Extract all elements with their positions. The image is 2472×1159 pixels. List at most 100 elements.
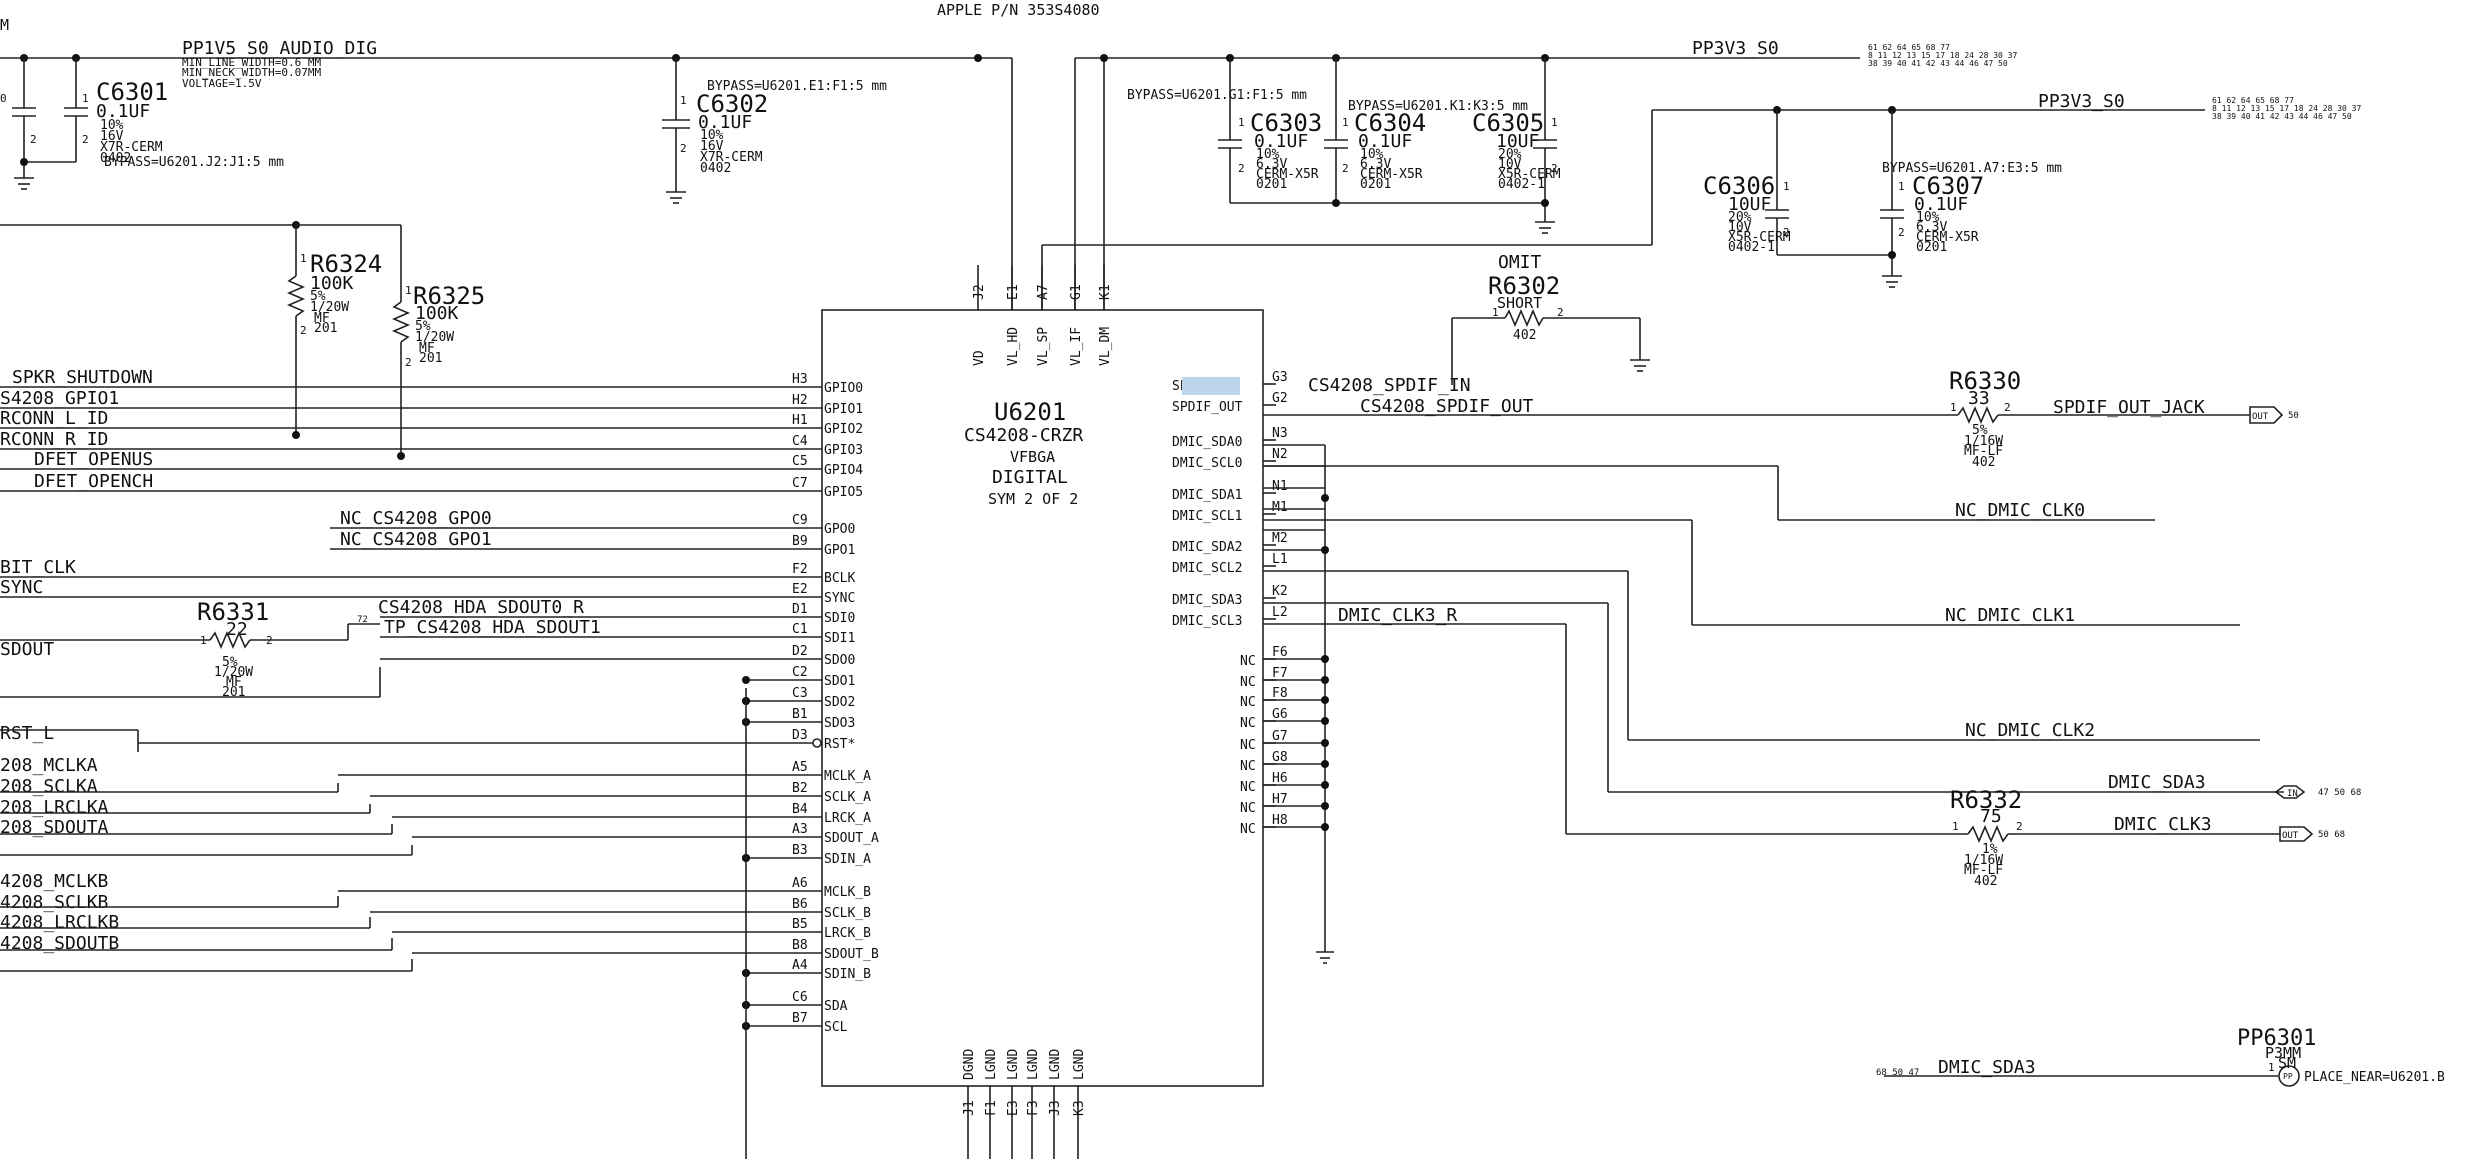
svg-text:MF: MF	[314, 311, 330, 326]
svg-text:DMIC_CLK3_R: DMIC_CLK3_R	[1338, 605, 1457, 626]
svg-text:61 62 64 65 68 77: 61 62 64 65 68 77	[2212, 96, 2294, 105]
left-net-label: 208_SCLKA	[0, 776, 98, 797]
svg-text:NC_DMIC_CLK2: NC_DMIC_CLK2	[1965, 720, 2095, 741]
ic-left-pin-name: SDOUT_A	[824, 831, 879, 846]
svg-text:1/20W: 1/20W	[415, 330, 454, 345]
svg-text:1: 1	[405, 284, 412, 297]
ic-bottom-pin-name: DGND	[962, 1049, 977, 1080]
ic-left-pin-name: MCLK_B	[824, 885, 871, 900]
ic-top-pin-number: E1	[1006, 284, 1021, 300]
ic-right-pin-name: NC	[1240, 801, 1256, 816]
ic-top-pin-number: G1	[1069, 284, 1084, 300]
ic-top-pin-name: VL_DM	[1098, 327, 1113, 366]
left-net-label: NC_CS4208_GPO0	[340, 508, 492, 529]
ic-right-pin-name: NC	[1240, 654, 1256, 669]
nc-pins-bus	[1263, 655, 1329, 831]
ic-top-pin-number: K1	[1098, 284, 1113, 300]
ic-right-pin-name: NC	[1240, 738, 1256, 753]
ic-left-pin-name: GPIO4	[824, 463, 863, 478]
svg-text:MF-LF: MF-LF	[1964, 863, 2003, 878]
resistor-r6324: 1 2 R6324 100K 5% 1/20W MF 201	[0, 221, 401, 435]
svg-text:402: 402	[1974, 874, 1997, 889]
left-net-label: SPKR_SHUTDOWN	[12, 367, 153, 388]
svg-text:NC_DMIC_CLK0: NC_DMIC_CLK0	[1955, 500, 2085, 521]
svg-text:C6306: C6306	[1703, 172, 1775, 200]
ic-top-pin-name: VD	[972, 350, 987, 366]
svg-text:0.1UF: 0.1UF	[1914, 194, 1968, 215]
svg-text:2: 2	[1898, 226, 1905, 239]
resistor-r6325: 1 2 R6325 100K 5% 1/20W MF 201	[391, 225, 485, 456]
left-net-label: 4208_MCLKB	[0, 871, 108, 892]
svg-text:P3MM: P3MM	[2265, 1044, 2301, 1062]
resistor-r6330: R6330 33 5% 1/16W MF-LF 402 1 2 SPDIF_OU…	[1263, 367, 2299, 470]
svg-text:BYPASS=U6201.G1:F1:5 mm: BYPASS=U6201.G1:F1:5 mm	[1127, 88, 1307, 103]
left-net-label: 4208_LRCLKB	[0, 912, 119, 933]
ic-left-pin-name: SCLK_A	[824, 790, 871, 805]
ic-right-pin-name: DMIC_SDA2	[1172, 540, 1242, 555]
svg-text:8 11 12 13 15 17 18 24 28 30 3: 8 11 12 13 15 17 18 24 28 30 37	[2212, 104, 2361, 113]
svg-text:CS4208-CRZR: CS4208-CRZR	[964, 425, 1083, 446]
ic-left-pin-name: SDO3	[824, 716, 855, 731]
ic-right-pin-number: M2	[1272, 531, 1288, 546]
ic-bottom-pin-number: J1	[962, 1100, 977, 1116]
svg-text:1: 1	[1342, 116, 1349, 129]
svg-text:20%: 20%	[1728, 210, 1752, 225]
left-net-label: RST_L	[0, 723, 54, 744]
ic-right-pin-name: NC	[1240, 822, 1256, 837]
ic-left-pin-number: D2	[792, 644, 808, 659]
ic-top-pin-name: VL_IF	[1069, 327, 1084, 366]
left-net-label: 4208_SDOUTB	[0, 933, 119, 954]
left-net-label: CS4208_HDA_SDOUT0_R	[378, 597, 584, 618]
ic-left-pin-number: A3	[792, 822, 808, 837]
svg-text:50 68: 50 68	[2318, 830, 2345, 840]
svg-text:BYPASS=U6201.K1:K3:5 mm: BYPASS=U6201.K1:K3:5 mm	[1348, 99, 1528, 114]
ic-bottom-pin-name: LGND	[1072, 1049, 1087, 1080]
ic-right-pin-number: G8	[1272, 750, 1288, 765]
ic-left-pin-name: GPIO3	[824, 443, 863, 458]
svg-text:X5R-CERM: X5R-CERM	[1498, 167, 1561, 182]
svg-text:MF: MF	[419, 341, 435, 356]
svg-text:SPDIF_OUT_JACK: SPDIF_OUT_JACK	[2053, 397, 2205, 418]
ic-left-pin-name: LRCK_B	[824, 926, 871, 941]
ic-bottom-pin-name: LGND	[984, 1049, 999, 1080]
ic-right-pin-name: DMIC_SDA0	[1172, 435, 1242, 450]
svg-text:50: 50	[2288, 411, 2299, 421]
ic-left-pin-number: H3	[792, 372, 808, 387]
svg-text:R6324: R6324	[310, 250, 382, 278]
ic-left-pin-number: B7	[792, 1011, 808, 1026]
ic-left-pin-number: B4	[792, 802, 808, 817]
ic-left-pin-number: D3	[792, 728, 808, 743]
resistor-r6302: OMIT R6302 SHORT 402 1 2	[1451, 252, 1650, 385]
ic-left-pin-number: B3	[792, 843, 808, 858]
ic-bottom-pin-name: LGND	[1026, 1049, 1041, 1080]
ic-left-pin-number: B5	[792, 917, 808, 932]
svg-text:X5R-CERM: X5R-CERM	[1728, 230, 1791, 245]
svg-text:R6332: R6332	[1950, 786, 2022, 814]
ic-right-pin-number: M1	[1272, 500, 1288, 515]
svg-text:PLACE_NEAR=U6201.B: PLACE_NEAR=U6201.B	[2304, 1070, 2445, 1085]
svg-text:DMIC_CLK3: DMIC_CLK3	[2114, 814, 2212, 835]
apple-part-number: APPLE P/N 353S4080	[937, 1, 1100, 19]
svg-text:1: 1	[680, 94, 687, 107]
svg-text:6.3V: 6.3V	[1360, 157, 1391, 172]
left-net-label: TP_CS4208_HDA_SDOUT1	[384, 617, 601, 638]
ic-left-pin-number: C9	[792, 513, 808, 528]
svg-text:OUT: OUT	[2252, 412, 2269, 422]
ic-left-pin-number: H1	[792, 413, 808, 428]
svg-text:C6301: C6301	[96, 78, 168, 106]
ic-right-pin-name: DMIC_SDA1	[1172, 488, 1242, 503]
svg-text:NC_DMIC_CLK1: NC_DMIC_CLK1	[1945, 605, 2075, 626]
left-net-label: BIT_CLK	[0, 557, 76, 578]
svg-text:1: 1	[1952, 820, 1959, 833]
svg-text:6.3V: 6.3V	[1256, 157, 1287, 172]
svg-text:10%: 10%	[1256, 147, 1280, 162]
ic-left-pin-name: GPO1	[824, 543, 855, 558]
svg-text:DMIC_SDA3: DMIC_SDA3	[1938, 1057, 2036, 1078]
ic-right-pin-number: L1	[1272, 552, 1288, 567]
ic-left-pin-name: SDI0	[824, 611, 855, 626]
left-net-label: RCONN_R_ID	[0, 429, 108, 450]
ic-left-pin-name: GPIO5	[824, 485, 863, 500]
